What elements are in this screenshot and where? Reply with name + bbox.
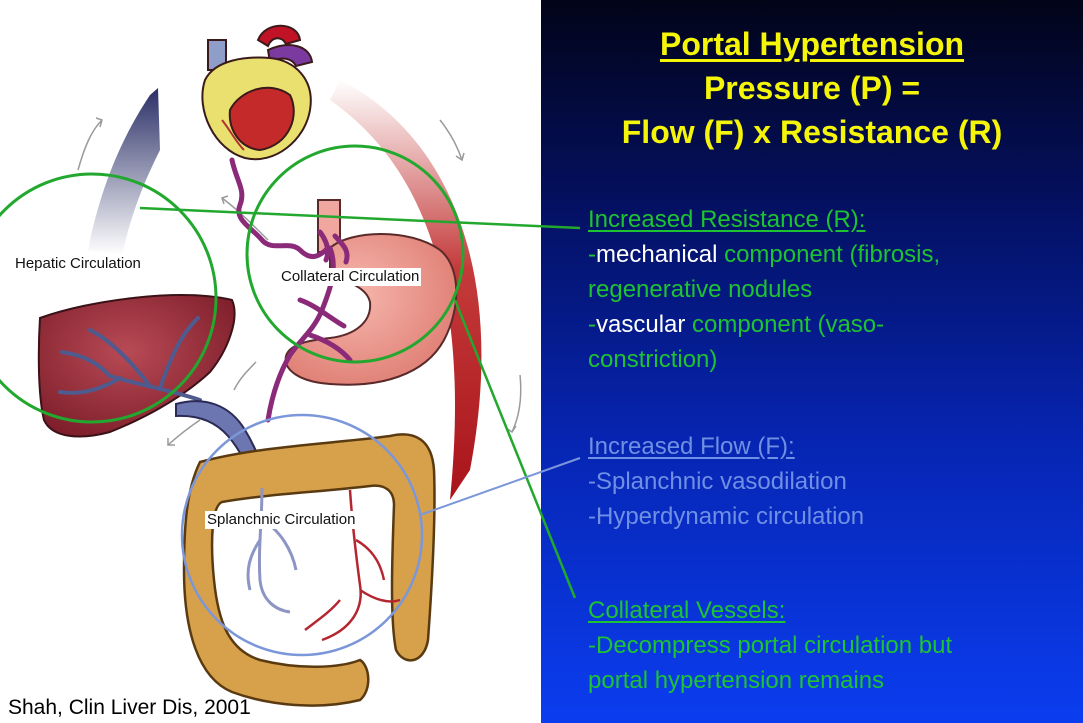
equation-line-1: Pressure (P) =	[703, 70, 921, 106]
collateral-callout-line	[453, 299, 577, 599]
slide-title: Portal Hypertension	[659, 26, 965, 62]
text-panel	[541, 0, 1083, 723]
colon	[182, 433, 436, 707]
resistance-callout-line	[139, 206, 581, 230]
collateral-varices	[229, 157, 353, 423]
flow-arrows	[77, 117, 522, 446]
mechanical-item-cont: regenerative nodules	[588, 276, 813, 303]
equation-line-2: Flow (F) x Resistance (R)	[621, 114, 1003, 150]
flow-block: Increased Flow (F): -Splanchnic vasodila…	[588, 429, 1058, 534]
collateral-item-2: portal hypertension remains	[588, 667, 885, 694]
heart	[201, 24, 314, 161]
collateral-heading: Collateral Vessels:	[588, 597, 786, 624]
vascular-item-cont: constriction)	[588, 346, 718, 373]
mechanical-keyword: mechanical	[596, 241, 718, 268]
flow-callout-line	[419, 457, 581, 516]
mechanical-item: -mechanical component (fibrosis,	[588, 241, 941, 268]
flow-item-hyperdynamic: -Hyperdynamic circulation	[588, 503, 865, 530]
mesenteric-veins	[246, 487, 298, 614]
citation: Shah, Clin Liver Dis, 2001	[8, 696, 251, 719]
collateral-block: Collateral Vessels: -Decompress portal c…	[588, 593, 1058, 698]
resistance-heading: Increased Resistance (R):	[588, 206, 866, 233]
hepatic-circulation-circle	[0, 172, 218, 424]
flow-item-vasodilation: -Splanchnic vasodilation	[588, 468, 847, 495]
hepatic-circulation-label: Hepatic Circulation	[13, 255, 143, 273]
vascular-keyword: vascular	[596, 311, 686, 338]
splanchnic-circulation-label: Splanchnic Circulation	[205, 511, 358, 529]
splanchnic-circulation-circle	[180, 413, 424, 657]
collateral-circulation-circle	[245, 144, 465, 364]
collateral-item-1: -Decompress portal circulation but	[588, 632, 953, 659]
resistance-block: Increased Resistance (R): -mechanical co…	[588, 202, 1058, 377]
collateral-circulation-label: Collateral Circulation	[279, 268, 422, 286]
arterial-flow-arrow	[330, 80, 482, 500]
venous-return-arrow	[88, 88, 160, 255]
vascular-item: -vascular component (vaso-	[588, 311, 885, 338]
flow-heading: Increased Flow (F):	[588, 433, 795, 460]
